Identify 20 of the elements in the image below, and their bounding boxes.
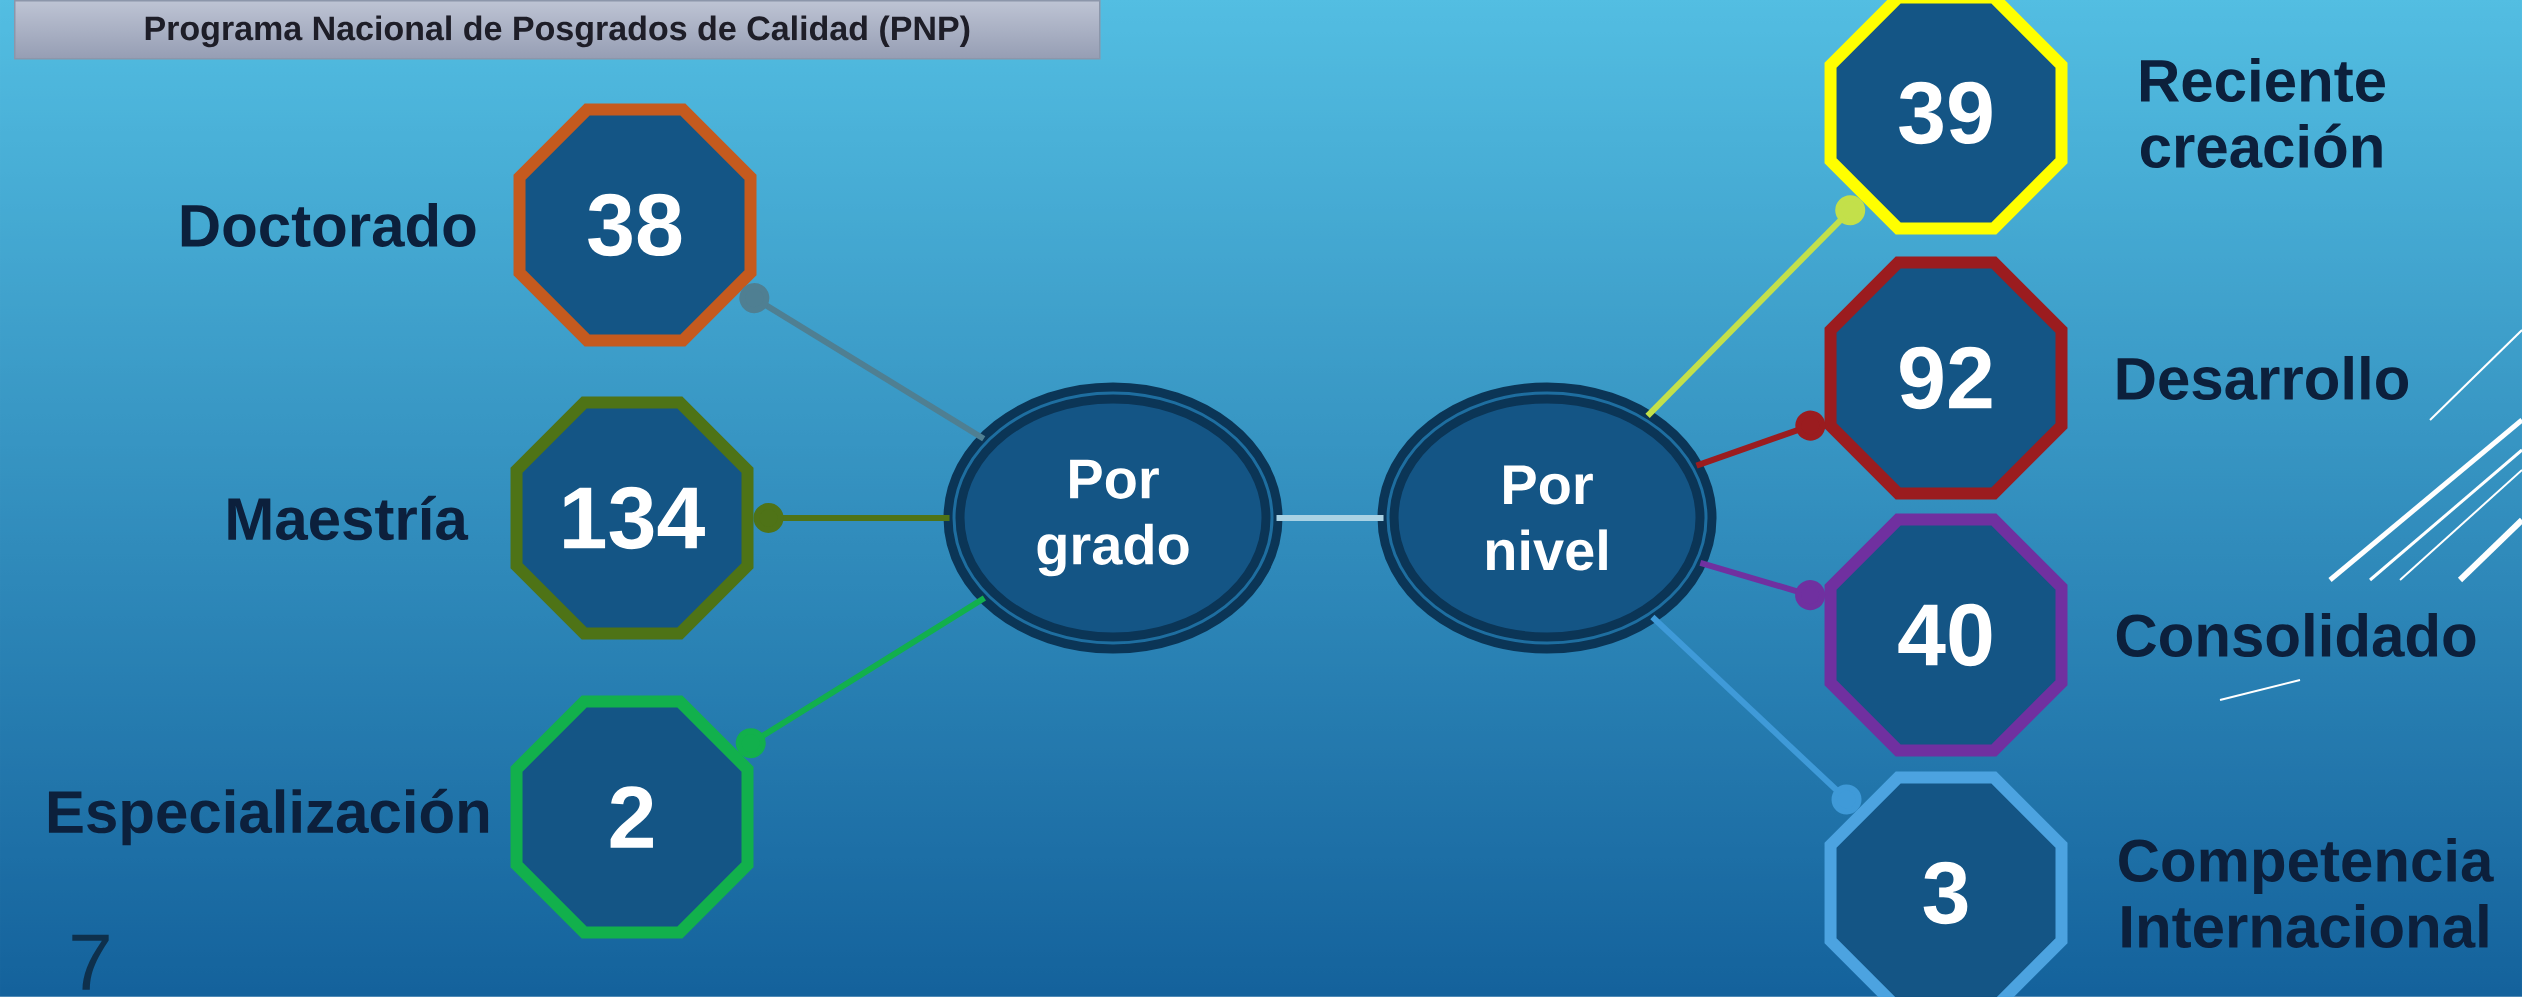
title-banner: Programa Nacional de Posgrados de Calidad (PNP) [14, 0, 1101, 60]
connector-line [1699, 560, 1826, 611]
connector-line [1645, 195, 1866, 418]
connector-line [1276, 515, 1384, 521]
number-octagon: 3 [1824, 771, 2068, 997]
connector-line [735, 595, 986, 759]
category-label: Reciente creación [2140, 57, 2385, 168]
number-octagon: 39 [1824, 0, 2068, 235]
page-number: 7 [72, 934, 109, 990]
number-octagon: 2 [510, 695, 754, 939]
category-label: Competencia Internacional [2119, 837, 2494, 949]
category-label: Consolidado [2116, 612, 2476, 657]
connector-line [1650, 614, 1862, 815]
connector-line [1695, 410, 1826, 469]
category-label: Desarrollo [2117, 355, 2409, 400]
category-label: Doctorado [181, 202, 476, 247]
connector-line [753, 503, 950, 533]
connector-line [739, 283, 986, 442]
category-label: Maestría [228, 495, 469, 541]
category-label: Especialización [48, 788, 489, 846]
